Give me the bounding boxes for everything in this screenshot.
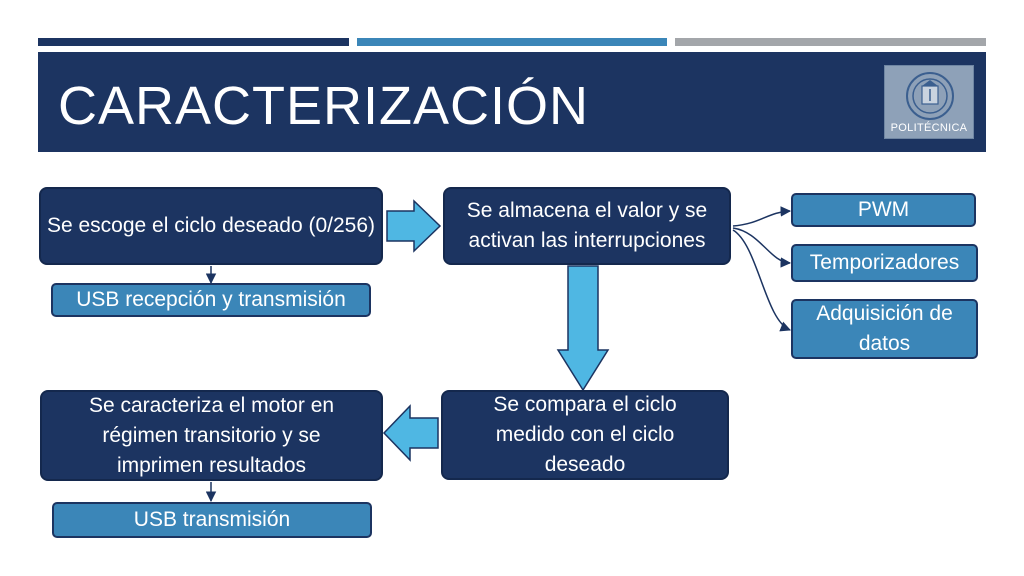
- node-pwm: PWM: [791, 193, 976, 227]
- arrow-down-block: [556, 265, 610, 392]
- node-store-value-label: Se almacena el valor y se activan las in…: [466, 199, 708, 252]
- university-logo: POLITÉCNICA: [884, 65, 974, 139]
- accent-bar-navy: [38, 38, 349, 46]
- node-usb-rx-tx-label: USB recepción y transmisión: [76, 288, 346, 311]
- node-store-value: Se almacena el valor y se activan las in…: [443, 187, 731, 265]
- node-acquisition-label: Adquisición de datos: [816, 302, 953, 355]
- accent-bar-gray: [675, 38, 986, 46]
- node-characterize-motor: Se caracteriza el motor en régimen trans…: [40, 390, 383, 481]
- slide-title: CARACTERIZACIÓN: [58, 76, 590, 136]
- node-timers: Temporizadores: [791, 244, 978, 282]
- node-acquisition: Adquisición de datos: [791, 299, 978, 359]
- logo-label: POLITÉCNICA: [890, 122, 968, 134]
- crest-icon: [906, 72, 954, 120]
- node-choose-cycle-label: Se escoge el ciclo deseado (0/256): [46, 214, 376, 237]
- node-characterize-motor-label: Se caracteriza el motor en régimen trans…: [88, 393, 335, 477]
- node-usb-tx: USB transmisión: [52, 502, 372, 538]
- node-choose-cycle: Se escoge el ciclo deseado (0/256): [39, 187, 383, 265]
- connector-to-acquisition: [732, 229, 791, 332]
- arrow-left-block: [382, 404, 439, 462]
- accent-bar-blue: [357, 38, 667, 46]
- node-compare-cycle: Se compara el ciclo medido con el ciclo …: [441, 390, 729, 480]
- node-usb-tx-label: USB transmisión: [133, 508, 291, 531]
- node-usb-rx-tx: USB recepción y transmisión: [51, 283, 371, 317]
- connector-to-timers: [732, 227, 792, 268]
- node-compare-cycle-label: Se compara el ciclo medido con el ciclo …: [493, 393, 677, 476]
- title-band: CARACTERIZACIÓN POLITÉCNICA: [38, 52, 986, 152]
- arrow-right-block: [386, 199, 442, 253]
- node-timers-label: Temporizadores: [809, 251, 960, 274]
- connector-to-pwm: [732, 206, 792, 227]
- node-pwm-label: PWM: [857, 198, 910, 221]
